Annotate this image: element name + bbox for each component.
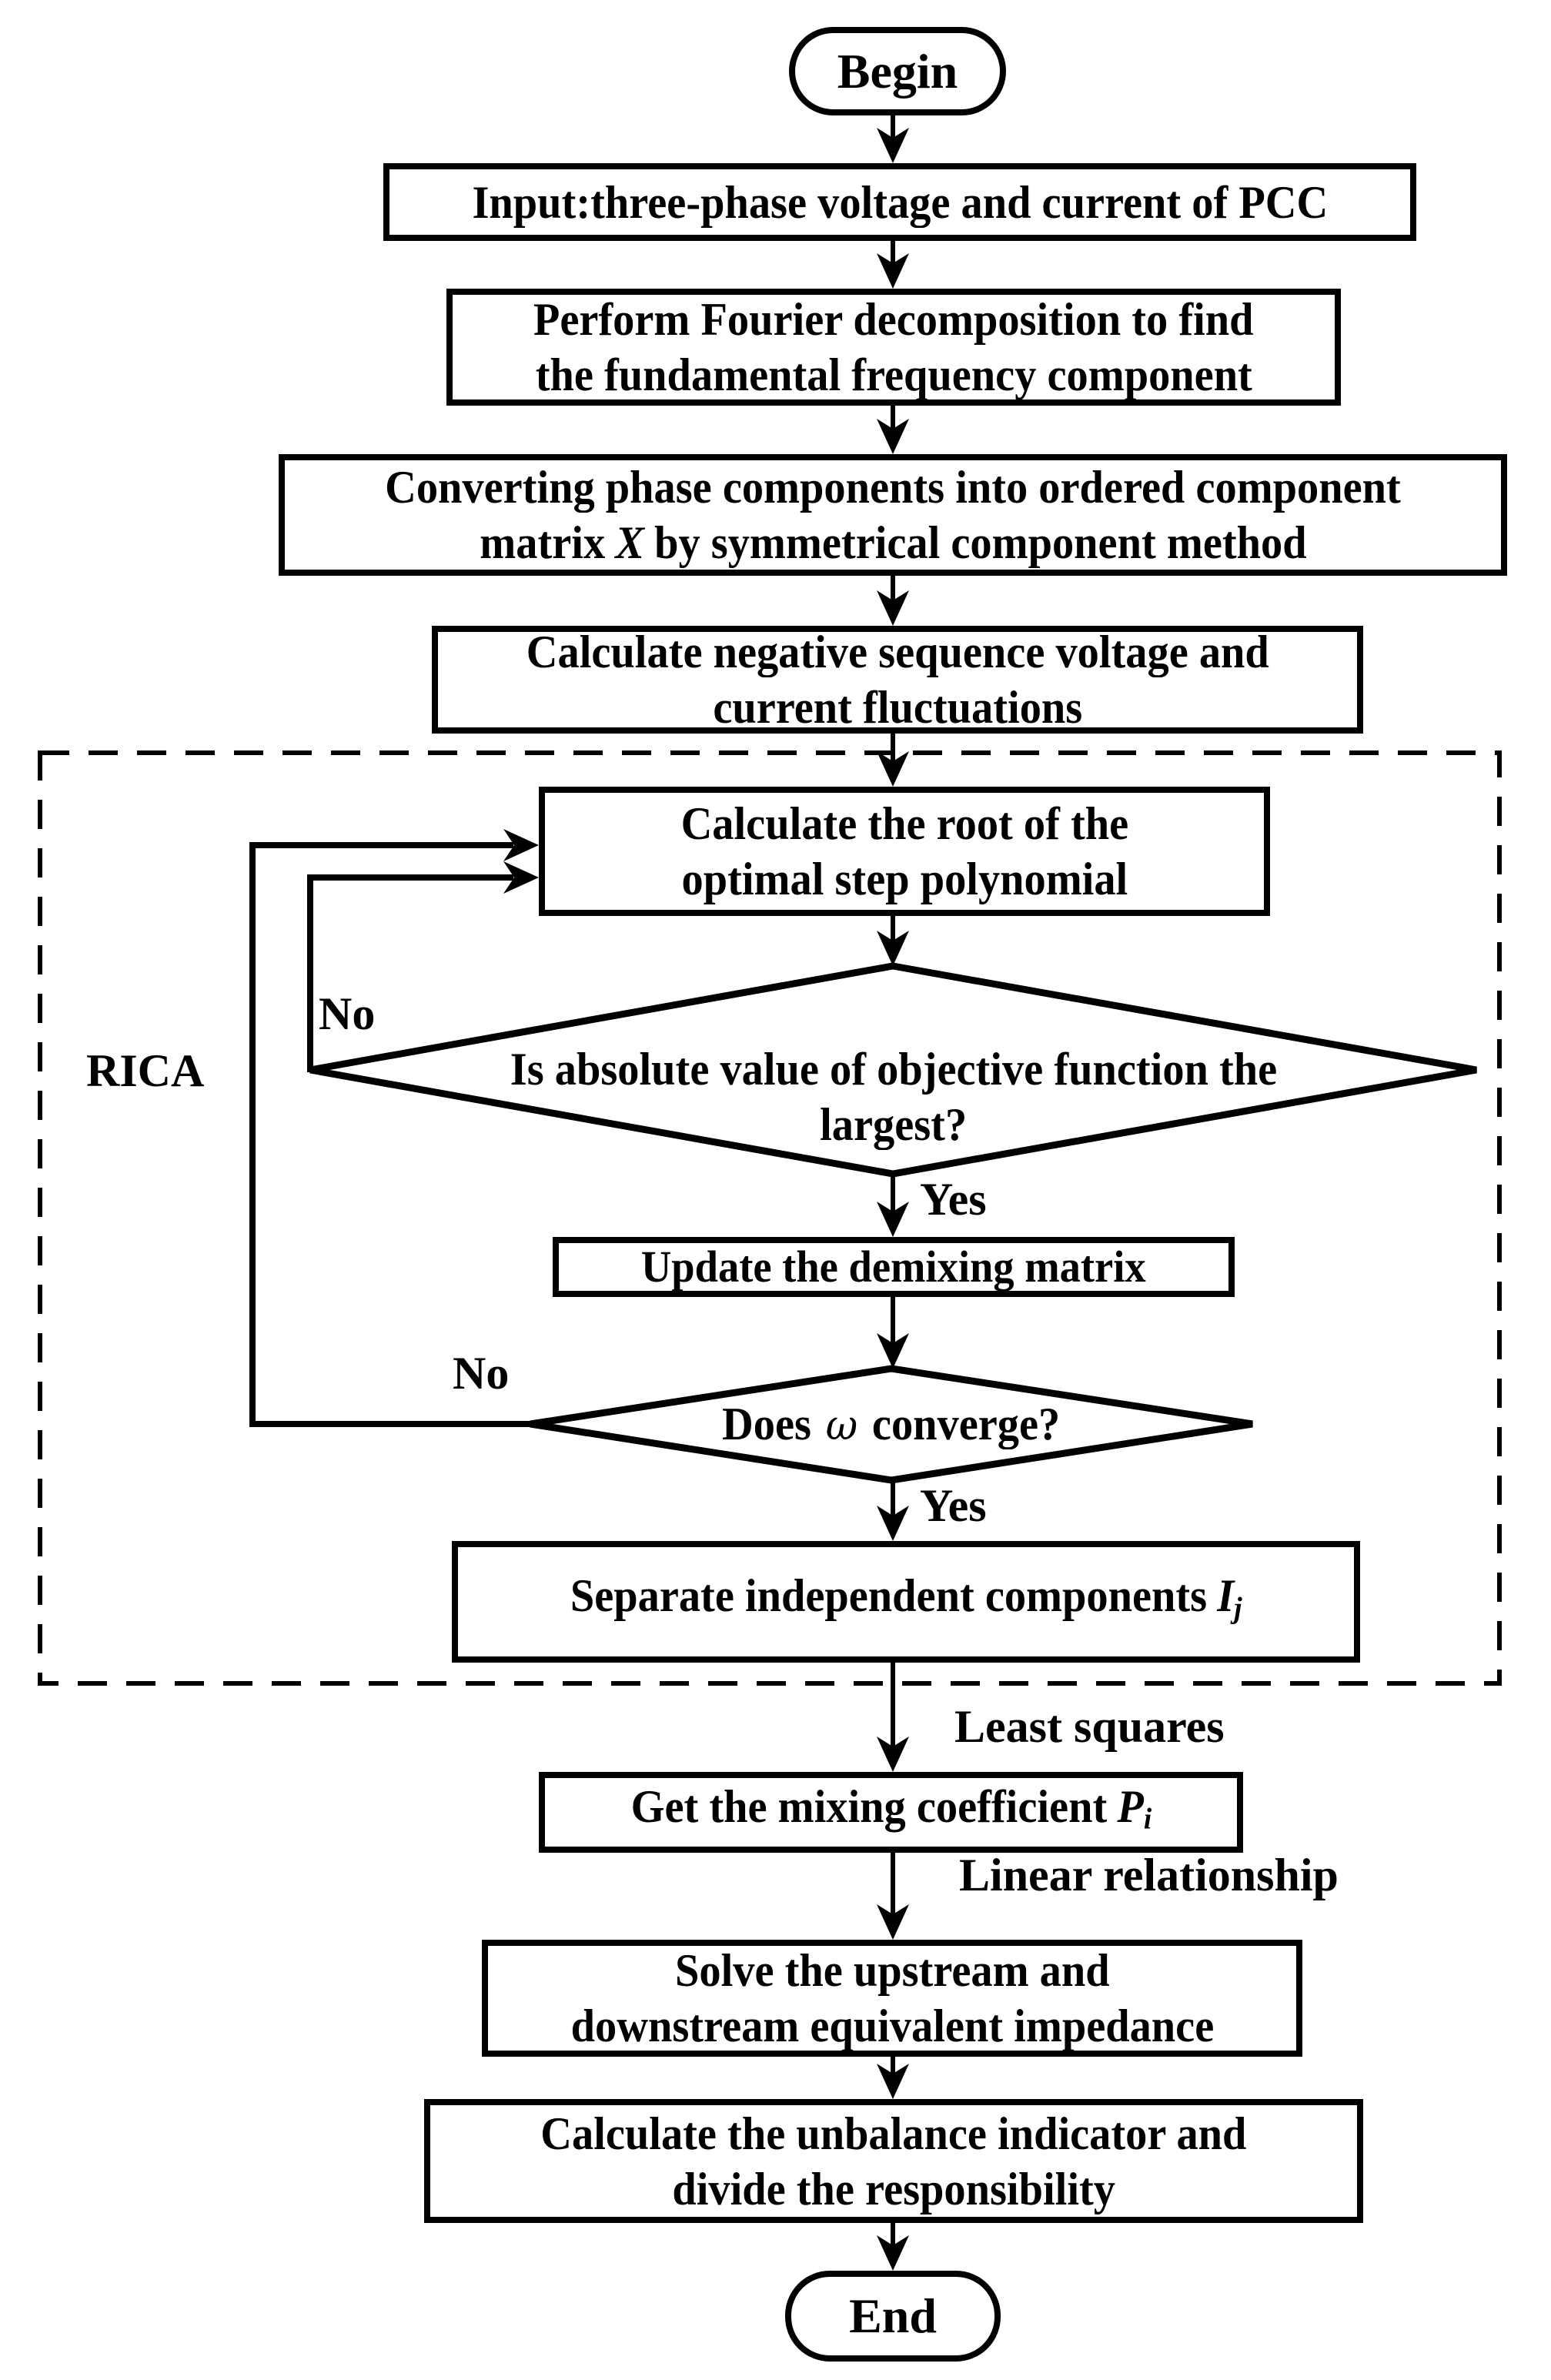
arrow-convert-to-negseq: [877, 576, 909, 626]
arrow-begin-to-input: [877, 115, 909, 163]
process-fourier: Perform Fourier decomposition to find th…: [446, 289, 1341, 406]
mixing-pre: Get the mixing coefficient: [630, 1780, 1107, 1832]
decision-objective-line2: largest?: [819, 1099, 968, 1150]
begin-label: Begin: [837, 43, 958, 99]
process-root-polynomial: Calculate the root of the optimal step p…: [539, 787, 1270, 916]
linear-relationship-label: Linear relationship: [959, 1850, 1339, 1900]
arrow-mixing-to-solve: [877, 1853, 909, 1940]
process-root-line2: optimal step polynomial: [681, 854, 1128, 904]
arrow-input-to-fourier: [877, 241, 909, 289]
arrow-update-to-converge: [877, 1297, 909, 1369]
least-squares-label: Least squares: [954, 1701, 1225, 1752]
process-fourier-line2: the fundamental frequency component: [535, 349, 1252, 400]
decision-objective-text: Is absolute value of objective function …: [310, 993, 1476, 1201]
convert-line2-post: by symmetrical component method: [653, 517, 1307, 568]
arrow-separate-to-mixing: [877, 1663, 909, 1772]
process-update-demixing: Update the demixing matrix: [553, 1237, 1235, 1297]
arrow-root-to-objective: [877, 916, 909, 966]
independent-components-variable: I: [1217, 1570, 1235, 1622]
terminator-begin: Begin: [789, 27, 1006, 115]
end-label: End: [849, 2288, 937, 2343]
process-negseq-line1: Calculate negative sequence voltage and: [526, 627, 1269, 677]
arrow-fourier-to-convert: [877, 406, 909, 454]
process-negseq-line2: current fluctuations: [713, 682, 1082, 733]
decision-objective-line1: Is absolute value of objective function …: [510, 1044, 1277, 1095]
yes-label-converge: Yes: [920, 1480, 987, 1531]
rica-region-label: RICA: [86, 1045, 205, 1096]
process-input-label: Input:three-phase voltage and current of…: [472, 176, 1328, 228]
process-convert: Converting phase components into ordered…: [279, 454, 1507, 576]
process-unbalance-line2: divide the responsibility: [672, 2163, 1115, 2215]
yes-label-objective: Yes: [920, 1174, 987, 1225]
process-solve-line1: Solve the upstream and: [674, 1945, 1110, 1996]
process-input: Input:three-phase voltage and current of…: [383, 163, 1416, 241]
loop-no-objective: [307, 861, 539, 1072]
process-solve-line2: downstream equivalent impedance: [570, 2001, 1214, 2051]
process-convert-line1: Converting phase components into ordered…: [385, 462, 1401, 513]
independent-components-subscript: j: [1234, 1590, 1242, 1625]
separate-pre: Separate independent components: [570, 1570, 1207, 1622]
no-label-objective: No: [319, 988, 376, 1039]
process-solve-impedance: Solve the upstream and downstream equiva…: [482, 1940, 1302, 2057]
convert-line2-pre: matrix: [479, 517, 605, 568]
process-negative-sequence: Calculate negative sequence voltage and …: [432, 626, 1363, 734]
terminator-end: End: [785, 2271, 1001, 2362]
loop-no-converge: [249, 829, 539, 1427]
no-label-converge: No: [453, 1348, 510, 1399]
rica-dashed-boundary: [38, 750, 1502, 1686]
process-fourier-line1: Perform Fourier decomposition to find: [533, 294, 1254, 345]
omega-symbol: ω: [826, 1400, 858, 1449]
process-update-label: Update the demixing matrix: [641, 1242, 1146, 1292]
process-root-line1: Calculate the root of the: [680, 798, 1128, 849]
converge-pre: Does: [722, 1398, 812, 1449]
arrow-yes-converge-to-separate: [877, 1480, 909, 1541]
converge-post: converge?: [872, 1398, 1061, 1449]
arrow-yes-objective-to-update: [877, 1174, 909, 1237]
mixing-coefficient-subscript: i: [1143, 1801, 1152, 1836]
arrow-unbalance-to-end: [877, 2223, 909, 2271]
matrix-x-variable: X: [614, 517, 644, 568]
process-unbalance-line1: Calculate the unbalance indicator and: [540, 2108, 1247, 2159]
process-unbalance-indicator: Calculate the unbalance indicator and di…: [424, 2099, 1363, 2223]
arrow-negseq-to-root: [877, 734, 909, 787]
mixing-coefficient-variable: P: [1117, 1780, 1144, 1832]
arrow-solve-to-unbalance: [877, 2057, 909, 2099]
